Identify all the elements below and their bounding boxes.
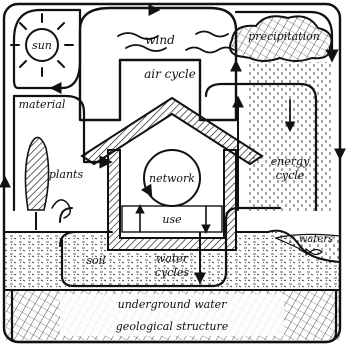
precipitation-label: precipitation — [248, 30, 320, 43]
wind-label: wind — [145, 33, 175, 47]
geological-structure-label: geological structure — [116, 320, 229, 333]
water-cycles-label-line2: cycles — [155, 266, 190, 279]
network-label: network — [149, 172, 195, 185]
underground-water-label: underground water — [118, 298, 228, 311]
waters-label: waters — [299, 234, 333, 245]
rain-drops — [248, 62, 332, 212]
plants-label: plants — [49, 168, 84, 181]
soil-label: soil — [86, 254, 106, 267]
tree-icon — [25, 137, 70, 230]
air-cycle-loop — [80, 8, 236, 120]
use-label: use — [162, 213, 182, 226]
wind-icon — [118, 32, 234, 53]
water-cycles-label-line1: water — [156, 252, 189, 265]
sun-label: sun — [32, 39, 52, 52]
energy-cycle-label-line2: cycle — [276, 169, 305, 182]
air-cycle-label: air cycle — [144, 67, 196, 81]
material-label: material — [19, 98, 66, 111]
energy-cycle-label-line1: energy — [271, 155, 310, 168]
